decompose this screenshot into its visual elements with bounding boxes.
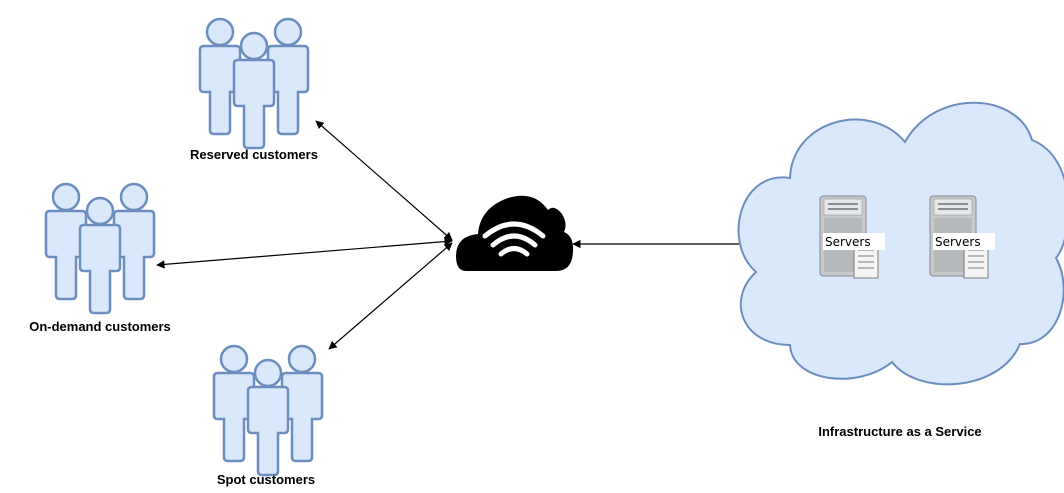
edge-reserved-network [315,120,453,241]
iaas-label: Infrastructure as a Service [818,424,981,439]
server-1: Servers [819,195,885,279]
reserved-customers-label: Reserved customers [190,147,318,162]
cloud-wifi-icon [456,195,574,271]
server-2: Servers [929,195,995,279]
edge-ondemand-network [156,237,453,269]
connectors [156,120,750,350]
spot-customers-icon [214,346,322,475]
edge-spot-network [328,242,453,350]
reserved-customers-icon [200,19,308,148]
on-demand-customers-icon [46,184,154,313]
iaas-cloud [737,101,1064,386]
on-demand-customers-label: On-demand customers [29,319,171,334]
spot-customers-label: Spot customers [217,472,315,487]
server-label: Servers [935,235,981,249]
server-label: Servers [825,235,871,249]
